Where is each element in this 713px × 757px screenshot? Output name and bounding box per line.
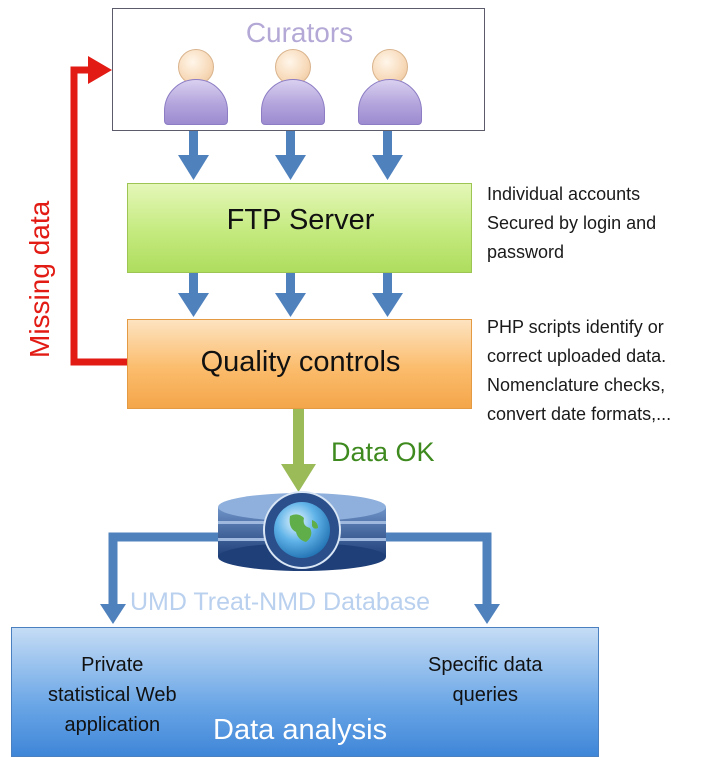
quality-controls-note: PHP scripts identify or correct uploaded…: [487, 313, 671, 429]
ftp-server-label: FTP Server: [226, 204, 375, 236]
quality-note-line: PHP scripts identify or: [487, 317, 664, 337]
ftp-note-line: Secured by login and: [487, 213, 657, 233]
quality-controls-box: Quality controls: [127, 319, 472, 409]
arrow-down-4: [178, 273, 209, 317]
right-item-line: queries: [452, 684, 519, 706]
left-item-line: statistical Web: [48, 684, 177, 706]
ftp-server-note: Individual accounts Secured by login and…: [487, 180, 656, 267]
arrow-down-1: [178, 131, 209, 180]
database-label: UMD Treat-NMD Database: [130, 588, 431, 616]
quality-note-line: Nomenclature checks,: [487, 375, 666, 395]
curator-person-icon: [358, 49, 422, 129]
curator-person-icon: [164, 49, 228, 129]
curator-person-icon: [261, 49, 325, 129]
curators-box: Curators: [112, 8, 485, 131]
database-icon: [218, 491, 386, 571]
ftp-to-quality-arrows: [178, 273, 403, 317]
missing-data-feedback-arrow: [70, 56, 127, 366]
curators-title: Curators: [245, 17, 354, 48]
specific-data-queries-label: Specific data queries: [428, 650, 543, 710]
arrow-down-5: [275, 273, 306, 317]
arrow-down-3: [372, 131, 403, 180]
data-analysis-title: Data analysis: [213, 714, 388, 746]
arrow-down-6: [372, 273, 403, 317]
ftp-note-line: password: [487, 242, 565, 262]
missing-data-label: Missing data: [24, 200, 55, 358]
left-item-line: Private: [81, 654, 144, 676]
curators-to-ftp-arrows: [178, 131, 403, 180]
database-split-arrows: [100, 532, 500, 624]
left-item-line: application: [64, 714, 161, 736]
ftp-server-box: FTP Server: [127, 183, 472, 273]
data-analysis-box: [11, 627, 599, 757]
quality-note-line: correct uploaded data.: [487, 346, 667, 366]
arrow-down-2: [275, 131, 306, 180]
right-item-line: Specific data: [428, 654, 543, 676]
data-ok-arrow: [281, 409, 316, 492]
quality-note-line: convert date formats,...: [487, 404, 672, 424]
data-ok-label: Data OK: [331, 437, 435, 467]
quality-controls-label: Quality controls: [200, 346, 401, 378]
private-web-application-label: Private statistical Web application: [48, 650, 177, 740]
ftp-note-line: Individual accounts: [487, 184, 641, 204]
